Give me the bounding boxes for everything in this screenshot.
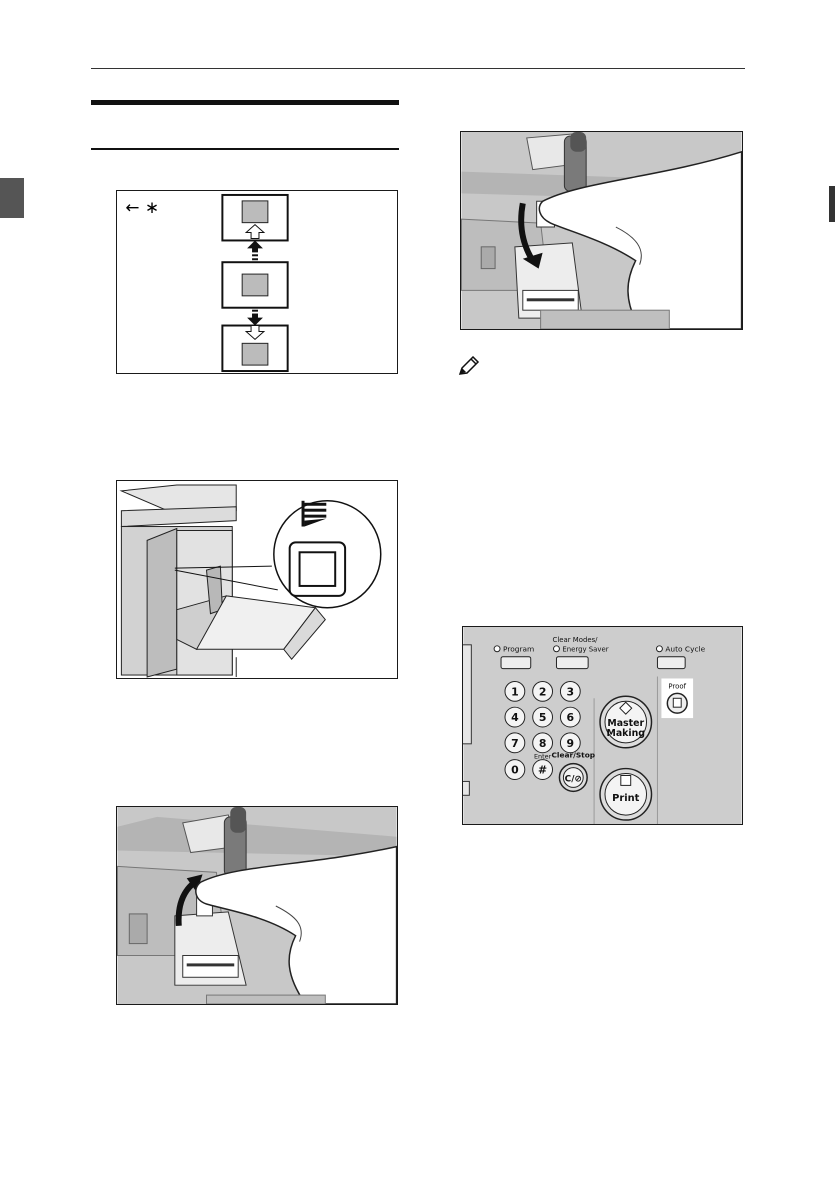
lever-down-illustration: [460, 131, 743, 330]
auto-cycle-label: Auto Cycle: [665, 645, 705, 654]
key-0: 0: [511, 764, 519, 777]
note-pencil-icon: [458, 356, 480, 376]
key-6: 6: [567, 711, 575, 724]
program-label: Program: [503, 645, 534, 654]
key-4: 4: [511, 711, 519, 724]
proof-label: Proof: [668, 682, 686, 690]
lever-up-illustration: [116, 806, 398, 1005]
energy-saver-label: Energy Saver: [562, 646, 608, 654]
key-3: 3: [567, 685, 575, 698]
section-heading-rule-bottom: [91, 148, 399, 150]
image-position-diagram: ← ∗: [116, 190, 398, 374]
arrow-up-icon: [247, 240, 263, 252]
key-5: 5: [539, 711, 547, 724]
key-8: 8: [539, 737, 547, 750]
default-position-symbol: ← ∗: [125, 197, 159, 217]
chapter-tab: [0, 178, 24, 218]
arrow-down-icon: [247, 314, 263, 326]
clear-stop-key: C/⊘: [565, 774, 582, 784]
key-2: 2: [539, 685, 547, 698]
key-7: 7: [511, 737, 519, 750]
page-edge-mark: [829, 186, 835, 222]
enter-label: Enter: [534, 753, 552, 761]
control-panel-illustration: Program Clear Modes/ Energy Saver Auto C…: [462, 626, 743, 825]
header-rule: [91, 68, 745, 69]
master-making-label-2: Making: [606, 728, 645, 739]
clear-stop-label: Clear/Stop: [551, 751, 595, 760]
print-label: Print: [612, 793, 640, 804]
key-enter: #: [538, 764, 547, 777]
key-9: 9: [567, 737, 575, 750]
paper-tray-illustration: [116, 480, 398, 679]
section-heading-rule-top: [91, 100, 399, 105]
key-1: 1: [511, 685, 519, 698]
clear-modes-label: Clear Modes/: [553, 636, 599, 644]
